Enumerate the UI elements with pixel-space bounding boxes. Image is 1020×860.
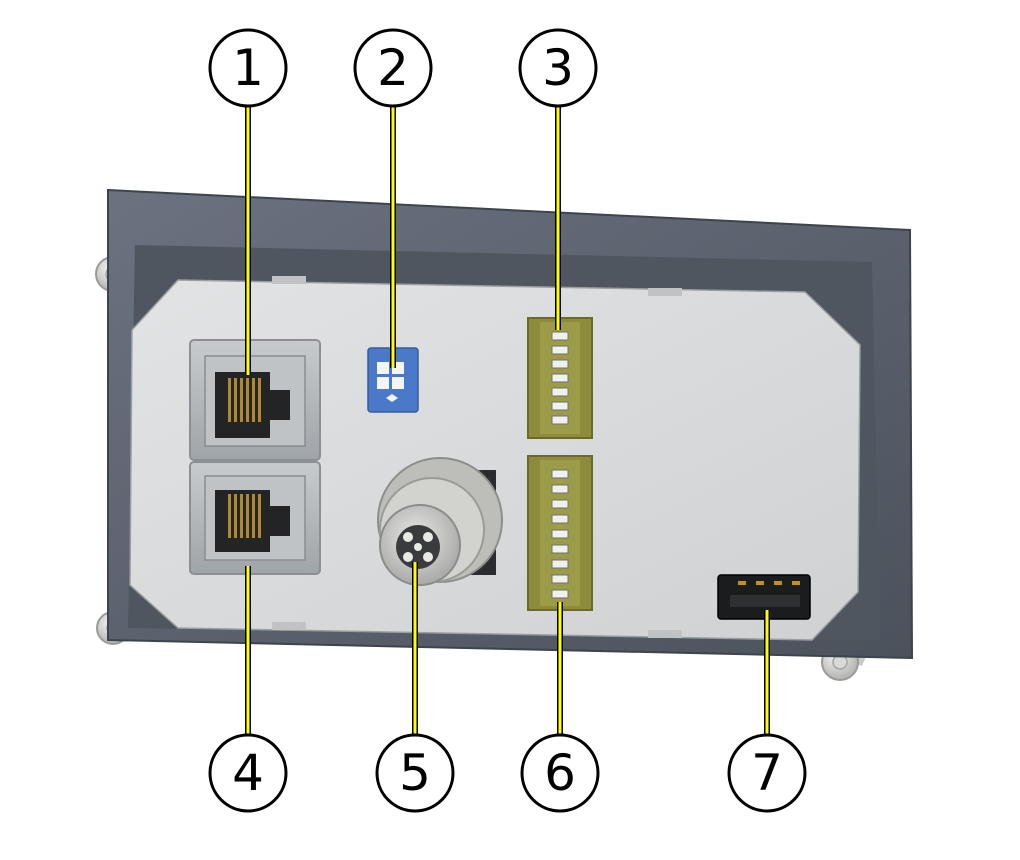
leader-lines	[245, 104, 770, 735]
rj45-port-upper	[189, 339, 321, 461]
callout-1: 1	[208, 28, 288, 108]
callout-6: 6	[520, 733, 600, 813]
callouts: 1 2 3 4 5 6 7	[208, 28, 807, 813]
callout-2: 2	[353, 28, 433, 108]
terminal-block-small	[527, 317, 593, 439]
callout-3: 3	[518, 28, 598, 108]
callout-2-label: 2	[377, 39, 409, 97]
callout-6-label: 6	[544, 744, 576, 802]
m12-connector	[377, 457, 503, 586]
callout-5-label: 5	[399, 744, 431, 802]
callout-4-label: 4	[232, 744, 264, 802]
callout-7-label: 7	[751, 744, 783, 802]
terminal-block-large	[527, 455, 593, 611]
rj45-port-lower	[189, 461, 321, 575]
callout-3-label: 3	[542, 39, 574, 97]
callout-7: 7	[727, 733, 807, 813]
callout-5: 5	[375, 733, 455, 813]
callout-1-label: 1	[232, 39, 264, 97]
callout-4: 4	[208, 733, 288, 813]
